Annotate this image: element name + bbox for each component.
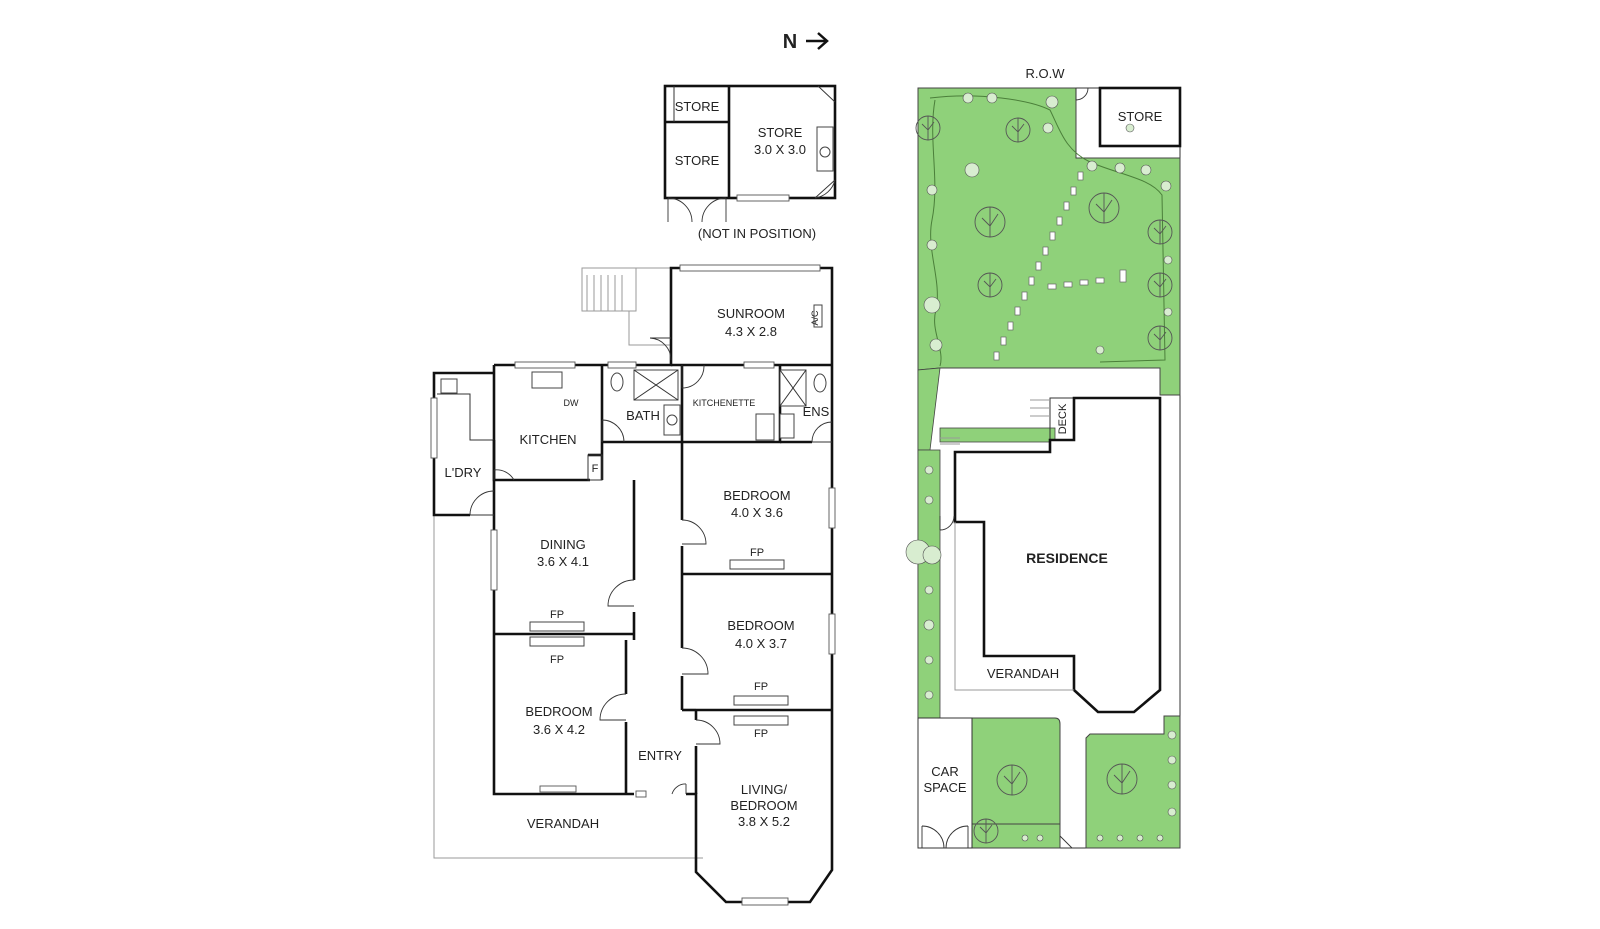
- kitchen-label: KITCHEN: [519, 432, 576, 447]
- bedroom-3-label: BEDROOM: [525, 704, 592, 719]
- fridge-label: F: [592, 463, 599, 475]
- house-floor-plan: SUNROOM 4.3 X 2.8 A/C KITCHEN DW F BATH …: [430, 264, 836, 906]
- deck-label: DECK: [1057, 403, 1069, 434]
- tree-icon: [915, 115, 1173, 351]
- house-verandah-label: VERANDAH: [527, 816, 599, 831]
- row-label: R.O.W: [1026, 66, 1066, 81]
- bedroom-2-label: BEDROOM: [727, 618, 794, 633]
- arrow-right-icon: [806, 32, 829, 50]
- fireplace-bedroom-2: [733, 695, 789, 706]
- ac-label: A/C: [810, 310, 820, 326]
- residence-footprint: [953, 396, 1162, 714]
- bedroom-3-size: 3.6 X 4.2: [533, 722, 585, 737]
- side-garden-strip: [917, 449, 941, 719]
- dining-size: 3.6 X 4.1: [537, 554, 589, 569]
- car-space-label-1: CAR: [931, 764, 958, 779]
- store-small-2-label: STORE: [675, 153, 720, 168]
- dining-label: DINING: [540, 537, 586, 552]
- bedroom-1-label: BEDROOM: [723, 488, 790, 503]
- bedroom-1-size: 4.0 X 3.6: [731, 505, 783, 520]
- car-space-label-2: SPACE: [923, 780, 966, 795]
- fireplace-bedroom-3: [529, 636, 585, 647]
- store-main-label: STORE: [758, 125, 803, 140]
- dishwasher-label: DW: [564, 398, 579, 408]
- car-space: [917, 717, 973, 849]
- fireplace-bedroom-2-label: FP: [754, 681, 768, 693]
- kitchenette-label: KITCHENETTE: [693, 398, 756, 408]
- kitchen-sink: [531, 371, 563, 389]
- shrub-icons-front: [1021, 730, 1177, 842]
- front-garden-west: [971, 717, 1061, 825]
- rear-steps: [581, 267, 637, 312]
- fireplace-bedroom-3-label: FP: [550, 654, 564, 666]
- fireplace-living: [733, 715, 789, 726]
- entry-label: ENTRY: [638, 748, 682, 763]
- bath-toilet: [610, 372, 624, 392]
- site-store: [1098, 86, 1182, 148]
- bedroom-2-size: 4.0 X 3.7: [735, 636, 787, 651]
- site-verandah-label: VERANDAH: [987, 666, 1059, 681]
- north-indicator: N: [783, 31, 829, 53]
- shrub-icons: [905, 92, 1173, 700]
- fireplace-bedroom-1-label: FP: [750, 547, 764, 559]
- verandah-outline: [433, 515, 703, 859]
- not-in-position-note: (NOT IN POSITION): [698, 226, 816, 241]
- house-outer-wall-west: [492, 365, 634, 796]
- residence-label: RESIDENCE: [1026, 550, 1108, 566]
- outbuildings: STORE STORE STORE 3.0 X 3.0 (NOT IN POSI…: [663, 84, 837, 241]
- living-label-1: LIVING/: [741, 782, 788, 797]
- store-small-1-label: STORE: [675, 99, 720, 114]
- residence-verandah: [954, 522, 1074, 691]
- tree-icon-front: [973, 763, 1138, 844]
- site-plan: R.O.W STORE DECK RESIDENCE VERANDAH: [905, 66, 1182, 849]
- fireplace-bedroom-1: [729, 559, 785, 570]
- fireplace-living-label: FP: [754, 728, 768, 740]
- north-label: N: [783, 31, 797, 53]
- fireplace-dining: [529, 621, 585, 632]
- living-label-2: BEDROOM: [730, 798, 797, 813]
- sunroom-label: SUNROOM: [717, 306, 785, 321]
- bath-label: BATH: [626, 408, 660, 423]
- stepping-stones: [993, 171, 1127, 361]
- living-size: 3.8 X 5.2: [738, 814, 790, 829]
- laundry-label: L'DRY: [445, 465, 482, 480]
- air-conditioner: [813, 304, 823, 328]
- store-main-size: 3.0 X 3.0: [754, 142, 806, 157]
- ens-toilet: [813, 373, 827, 393]
- ens-label: ENS: [803, 404, 830, 419]
- fireplace-dining-label: FP: [550, 609, 564, 621]
- rear-lawn: [917, 87, 1181, 396]
- site-store-label: STORE: [1118, 109, 1163, 124]
- front-garden-east: [1085, 715, 1181, 849]
- sunroom-size: 4.3 X 2.8: [725, 324, 777, 339]
